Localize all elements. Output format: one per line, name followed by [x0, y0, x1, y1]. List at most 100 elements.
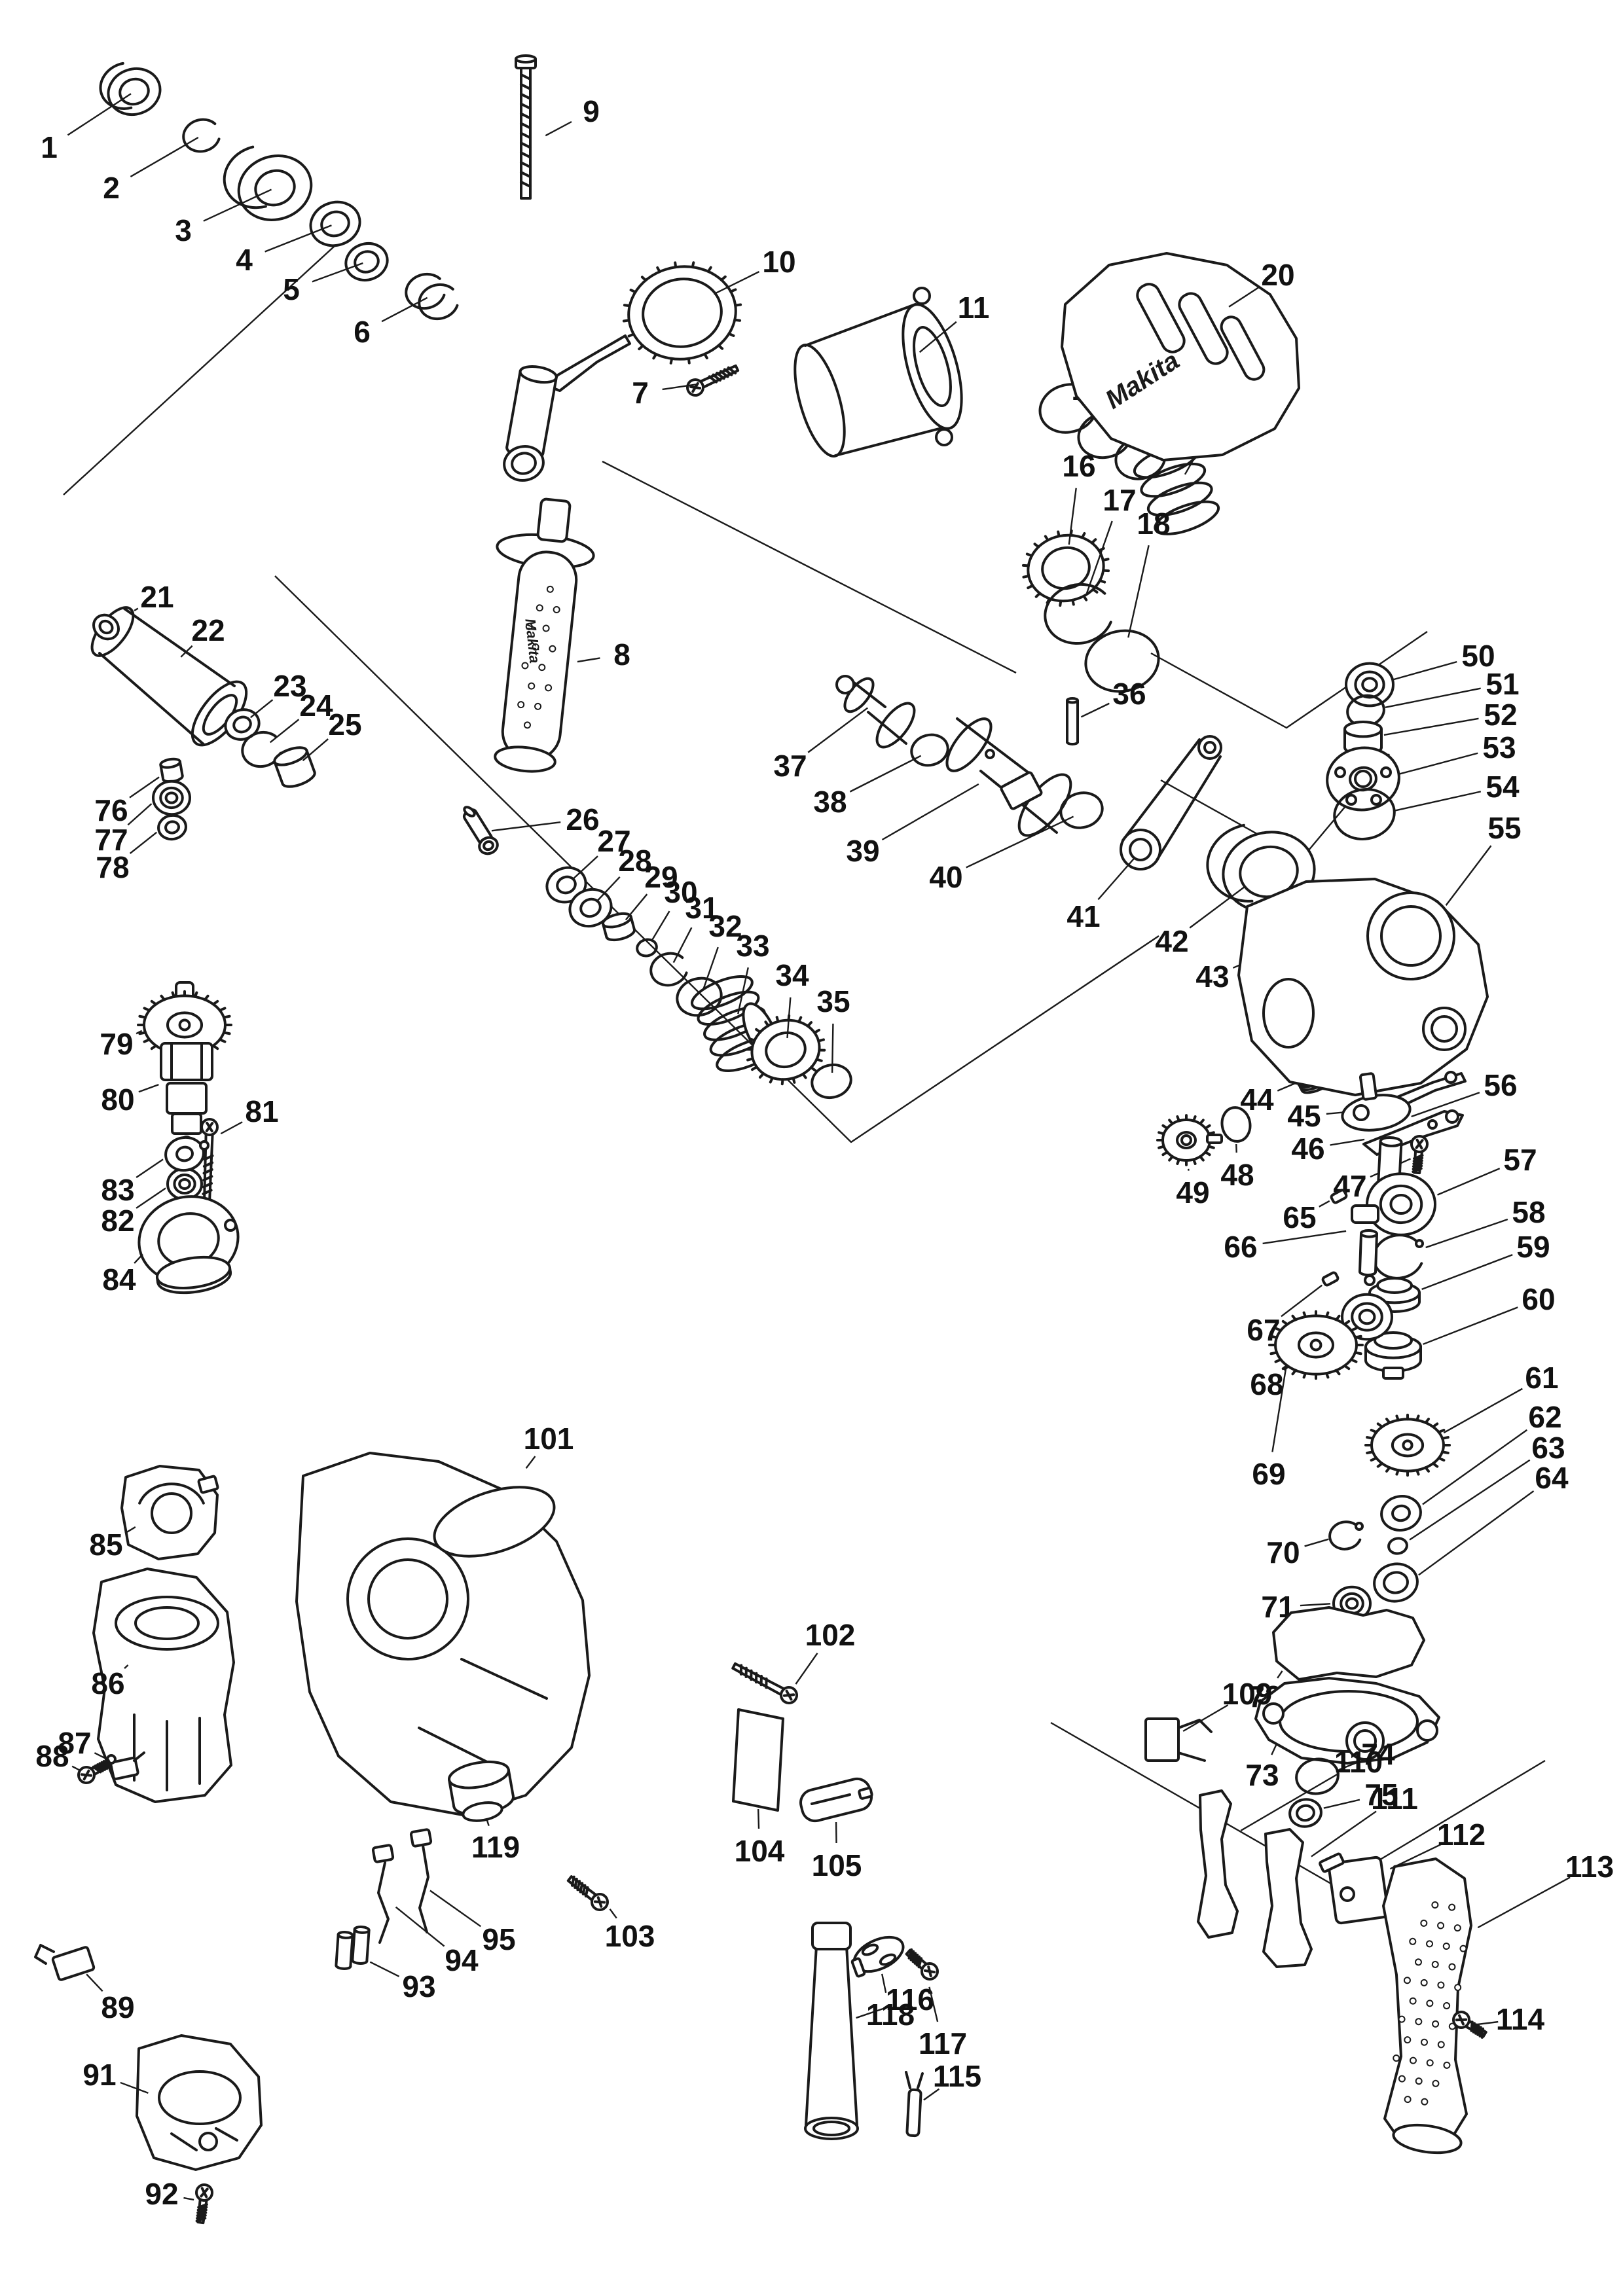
part-label-111: 111: [1371, 1782, 1418, 1816]
part-48: [1220, 1106, 1252, 1143]
leader-83: [136, 1158, 164, 1178]
part-9: [515, 54, 537, 200]
part-label-59: 59: [1516, 1230, 1550, 1264]
part-29: [601, 912, 636, 942]
part-label-53: 53: [1482, 730, 1516, 764]
part-85: [120, 1465, 219, 1560]
leader-111: [1311, 1810, 1377, 1857]
leader-69: [1271, 1368, 1287, 1452]
part-83: [164, 1136, 210, 1172]
part-label-94: 94: [445, 1943, 479, 1977]
part-label-55: 55: [1487, 811, 1521, 845]
part-47: [1410, 1135, 1429, 1175]
group-boundary-line-3: [602, 460, 1017, 674]
part-label-32: 32: [708, 909, 742, 943]
leader-93: [369, 1961, 400, 1977]
leader-33: [737, 967, 749, 1014]
leader-1: [67, 93, 132, 136]
part-label-17: 17: [1103, 483, 1136, 517]
part-20: Makita: [1061, 252, 1300, 461]
part-label-1: 1: [41, 130, 58, 164]
part-label-66: 66: [1224, 1230, 1257, 1264]
part-78: [157, 814, 187, 841]
leader-119: [486, 1820, 490, 1826]
leader-32: [702, 946, 719, 990]
leader-20: [1228, 286, 1260, 308]
leader-54: [1394, 791, 1482, 812]
leader-38: [849, 755, 922, 793]
part-label-86: 86: [91, 1666, 124, 1700]
leader-51: [1385, 687, 1481, 708]
leader-92: [183, 2197, 194, 2201]
part-label-76: 76: [94, 793, 128, 827]
part-label-70: 70: [1266, 1535, 1300, 1570]
part-39: [945, 717, 1072, 837]
leader-52: [1383, 717, 1479, 736]
leader-4: [264, 224, 332, 253]
part-label-4: 4: [236, 243, 253, 277]
part-6: [405, 272, 459, 321]
part-53: [1326, 746, 1400, 812]
part-95: [409, 1828, 433, 1933]
part-label-114: 114: [1496, 2002, 1545, 2036]
part-label-74: 74: [1361, 1737, 1395, 1771]
part-102: [731, 1662, 798, 1704]
part-label-85: 85: [89, 1528, 122, 1562]
part-label-103: 103: [605, 1919, 655, 1953]
part-label-89: 89: [101, 1990, 134, 2024]
leader-56: [1411, 1092, 1480, 1118]
leader-28: [596, 876, 621, 902]
part-label-104: 104: [735, 1834, 785, 1868]
leader-67: [1281, 1284, 1322, 1318]
part-26: [462, 806, 499, 855]
leader-109: [1182, 1704, 1229, 1732]
part-label-29: 29: [644, 860, 678, 894]
part-114: [1452, 2011, 1487, 2039]
part-65: [1330, 1189, 1348, 1204]
leader-73: [1271, 1744, 1277, 1755]
part-label-113: 113: [1565, 1850, 1614, 1884]
leader-102: [795, 1653, 818, 1685]
leader-7: [662, 383, 699, 391]
part-label-41: 41: [1067, 899, 1100, 933]
part-label-88: 88: [35, 1739, 69, 1773]
leader-50: [1393, 660, 1457, 681]
part-label-81: 81: [245, 1094, 278, 1128]
part-38: [910, 733, 949, 767]
leader-113: [1477, 1876, 1571, 1929]
part-label-61: 61: [1525, 1361, 1558, 1395]
leader-66: [1262, 1230, 1347, 1245]
part-label-2: 2: [103, 171, 120, 205]
leader-74: [1339, 1761, 1358, 1770]
part-label-91: 91: [82, 2058, 116, 2092]
leader-39: [881, 783, 979, 841]
leader-53: [1399, 752, 1478, 775]
part-label-3: 3: [175, 213, 192, 247]
leader-84: [134, 1253, 143, 1264]
leader-72: [1277, 1670, 1283, 1679]
part-89: [34, 1944, 96, 1981]
leader-87: [94, 1752, 110, 1761]
leader-75: [1323, 1799, 1360, 1809]
part-label-82: 82: [101, 1204, 134, 1238]
part-31: [649, 952, 688, 987]
part-label-27: 27: [597, 824, 630, 858]
leader-82: [136, 1187, 166, 1209]
part-label-56: 56: [1484, 1068, 1517, 1102]
part-91: [136, 2034, 263, 2171]
part-label-52: 52: [1484, 698, 1517, 732]
part-label-36: 36: [1112, 677, 1146, 711]
leader-61: [1443, 1388, 1523, 1434]
part-118: [850, 1935, 905, 1978]
leader-17: [1085, 520, 1113, 594]
leader-57: [1437, 1168, 1501, 1196]
part-label-110: 110: [1334, 1745, 1383, 1779]
leader-71: [1300, 1603, 1331, 1607]
part-55: [1237, 878, 1489, 1096]
part-57: [1366, 1172, 1436, 1236]
part-76: [159, 757, 184, 783]
part-86: [92, 1568, 235, 1803]
part-label-43: 43: [1195, 960, 1229, 994]
part-label-40: 40: [929, 860, 962, 894]
